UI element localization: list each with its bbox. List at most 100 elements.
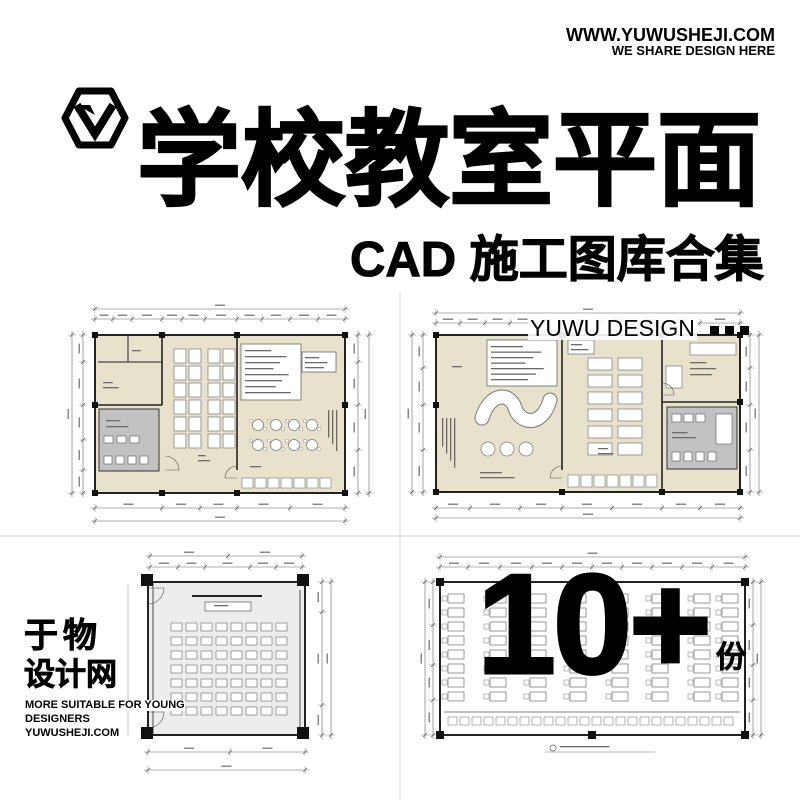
dimension-value-mark [221, 765, 232, 767]
desk [207, 416, 221, 432]
count-badge-unit: 份 [716, 641, 747, 674]
annotation-mark [491, 362, 526, 364]
annotation-mark [103, 387, 119, 389]
chair [605, 679, 612, 686]
storage-cabinet [495, 716, 506, 726]
storage-cabinet [319, 477, 332, 489]
student-desk [215, 664, 228, 674]
student-desk [245, 622, 258, 632]
student-desk [215, 678, 228, 688]
storage-cabinet [543, 716, 554, 726]
structural-column [741, 731, 749, 739]
annotation-mark [245, 350, 272, 352]
structural-column [92, 402, 98, 408]
chair [687, 679, 694, 686]
annotation-mark [491, 351, 542, 353]
student-desk [230, 692, 243, 702]
chair [687, 623, 694, 630]
computer-desk [611, 593, 629, 604]
desk [173, 365, 187, 381]
computer-desk [721, 649, 739, 660]
dimension-value-mark [748, 598, 750, 609]
storage-cabinet [723, 716, 734, 726]
student-desk [275, 650, 288, 660]
annotation-mark [491, 379, 529, 381]
watermark-text: YUWU DESIGN [528, 315, 697, 341]
storage-cabinet [567, 716, 578, 726]
toilet-fixture [695, 451, 705, 462]
dimension-value-mark [188, 314, 199, 316]
computer-desk [651, 677, 669, 688]
annotation-mark [491, 368, 544, 370]
dimension-value-mark [479, 562, 489, 564]
dimension-value-mark [662, 562, 672, 564]
storage-cabinet [567, 474, 580, 488]
dimension-value-mark [745, 381, 747, 392]
bed [587, 357, 613, 371]
student-desk [275, 692, 288, 702]
toilet-fixture [683, 451, 693, 462]
round-table [518, 441, 534, 457]
chair [523, 693, 530, 700]
student-desk [230, 622, 243, 632]
structural-column [436, 731, 444, 739]
desk [207, 399, 221, 415]
bed [617, 408, 643, 422]
chair [298, 426, 304, 432]
computer-desk [569, 621, 587, 632]
desk [173, 433, 187, 449]
chair [248, 418, 254, 424]
annotation-mark [106, 420, 121, 422]
dimension-value-mark [420, 653, 422, 664]
counter [689, 342, 737, 356]
computer-desk [489, 635, 507, 646]
desk [222, 348, 236, 364]
bed [617, 425, 643, 439]
student-desk [245, 650, 258, 660]
structural-column [433, 489, 439, 495]
chair [262, 426, 268, 432]
chair [715, 623, 722, 630]
chair [441, 637, 448, 644]
annotation-mark [454, 418, 456, 468]
annotation-mark [245, 368, 274, 370]
computer-desk [611, 691, 629, 702]
dimension-value-mark [692, 562, 702, 564]
hexagon-v-logo-icon [61, 87, 129, 149]
chair [316, 426, 322, 432]
door-swing [164, 455, 180, 471]
dimension-value-mark [215, 516, 225, 518]
round-table [252, 439, 264, 451]
annotation-mark [442, 418, 444, 447]
structural-column [92, 332, 98, 338]
count-badge-value: 10+ [476, 545, 714, 704]
student-desk [200, 692, 213, 702]
floor-plan-bottom-left [127, 551, 335, 774]
dimension-value-mark [353, 466, 355, 477]
chair [302, 418, 308, 424]
desk [173, 399, 187, 415]
ellipsis-dot [725, 326, 734, 335]
bed [587, 374, 613, 388]
brand-slogan-line1: MORE SUITABLE FOR YOUNG [25, 699, 185, 711]
chair [645, 595, 652, 602]
storage-cabinet [241, 477, 254, 489]
computer-desk [721, 691, 739, 702]
dimension-value-mark [284, 562, 294, 564]
dimension-value-mark [428, 640, 430, 650]
bed [587, 425, 613, 439]
computer-desk [569, 607, 587, 618]
student-desk [170, 622, 183, 632]
dimension-value-mark [418, 422, 420, 433]
chair [715, 609, 722, 616]
desk [207, 433, 221, 449]
chair [280, 426, 286, 432]
chair [316, 446, 322, 452]
student-desk [170, 636, 183, 646]
structural-column [159, 332, 165, 338]
computer-desk [529, 649, 547, 660]
computer-desk [721, 607, 739, 618]
storage-cabinet [306, 477, 319, 489]
annotation-mark [480, 477, 515, 479]
student-desk [230, 664, 243, 674]
